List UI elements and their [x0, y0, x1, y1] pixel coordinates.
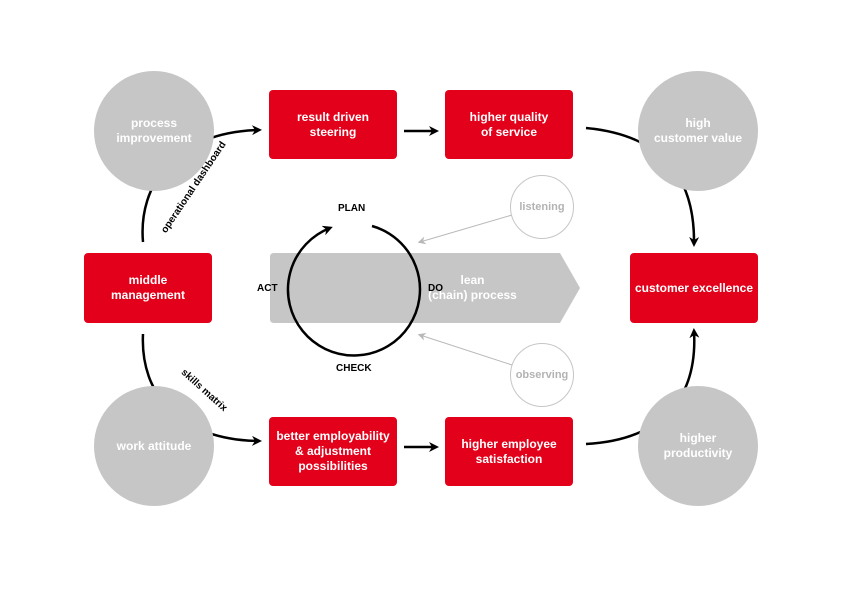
better-employability-node: better employability & adjustment possib… [269, 417, 397, 486]
high-customer-value-node: high customer value [638, 71, 758, 191]
pdca-cycle-circle [286, 224, 422, 357]
pdca-do-label: DO [428, 283, 443, 294]
higher-productivity-node: higher productivity [638, 386, 758, 506]
arrow-listening [417, 214, 513, 245]
process-improvement-node: process improvement [94, 71, 214, 191]
listening-node: listening [510, 175, 574, 239]
lean-process-shape [270, 253, 580, 323]
higher-quality-of-service-node: higher quality of service [445, 90, 573, 159]
work-attitude-node: work attitude [94, 386, 214, 506]
pdca-plan-label: PLAN [338, 203, 366, 214]
pdca-check-label: CHECK [336, 363, 372, 374]
customer-excellence-node: customer excellence [630, 253, 758, 323]
arrow-observing [417, 332, 513, 366]
middle-management-node: middle management [84, 253, 212, 323]
observing-node: observing [510, 343, 574, 407]
result-driven-steering-node: result driven steering [269, 90, 397, 159]
lean-chain-process-label: lean (chain) process [428, 273, 517, 302]
pdca-act-label: ACT [257, 283, 278, 294]
higher-employee-satisfaction-node: higher employee satisfaction [445, 417, 573, 486]
lean-chain-process-node: lean (chain) process [270, 253, 580, 323]
